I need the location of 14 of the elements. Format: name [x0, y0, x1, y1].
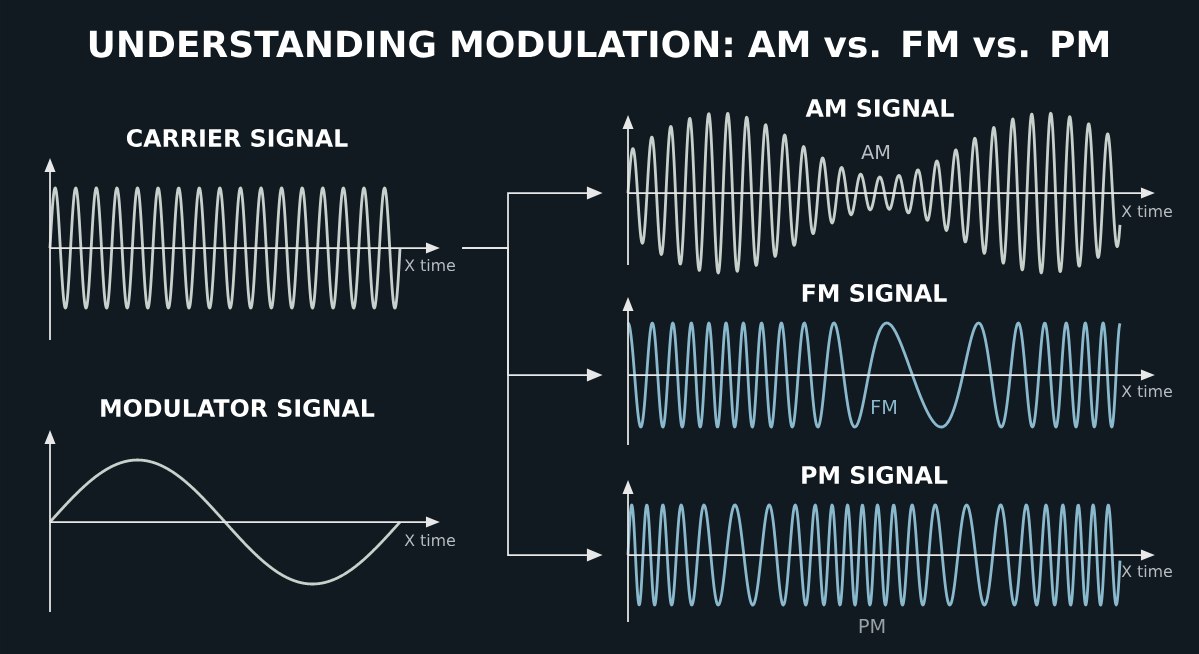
plot-title: CARRIER SIGNAL	[126, 129, 348, 147]
plot-title: MODULATOR SIGNAL	[101, 399, 375, 417]
title: UNDERSTANDING MODULATION: AM vs. FM vs. PM	[89, 30, 1108, 58]
axis-label: X time	[404, 533, 455, 547]
axis-label: X time	[1121, 204, 1172, 218]
plot-title: FM SIGNAL	[802, 284, 947, 302]
signal-label: PM	[859, 618, 885, 634]
plot-title: PM SIGNAL	[802, 466, 948, 484]
signal-label: AM	[861, 144, 890, 160]
axis-label: X time	[1121, 384, 1172, 398]
signal-label: FM	[872, 399, 896, 415]
axis-label: X time	[1121, 564, 1172, 578]
plot-title: AM SIGNAL	[805, 99, 954, 117]
axis-label: X time	[404, 258, 455, 272]
